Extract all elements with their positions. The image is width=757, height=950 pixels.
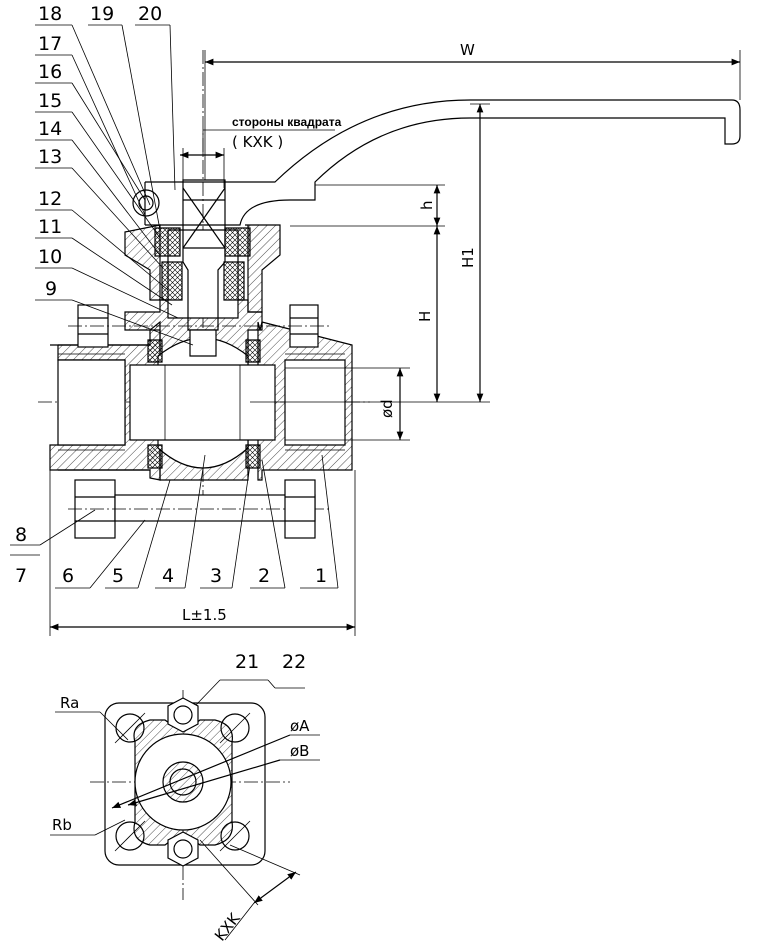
body-bolts <box>68 304 330 539</box>
dim-H: H <box>416 311 434 322</box>
part-label-2: 2 <box>258 565 270 587</box>
part-label-7: 7 <box>15 565 27 587</box>
part-label-5: 5 <box>112 565 124 587</box>
part-label-1: 1 <box>315 565 327 587</box>
part-label-14: 14 <box>38 118 62 140</box>
dim-Rb: Rb <box>52 816 72 834</box>
leader-lines-bottom <box>10 454 339 589</box>
part-label-17: 17 <box>38 33 62 55</box>
dim-L: L±1.5 <box>182 606 227 624</box>
dim-d: ød <box>378 399 396 418</box>
part-label-10: 10 <box>38 246 62 268</box>
dim-KXK: KXK <box>211 909 244 945</box>
part-label-21: 21 <box>235 651 259 673</box>
dimension-lines <box>49 50 741 636</box>
part-number-labels: 18 19 20 17 16 15 14 13 12 11 10 9 8 7 6… <box>10 3 327 673</box>
part-label-6: 6 <box>62 565 74 587</box>
part-label-15: 15 <box>38 90 62 112</box>
dim-W: W <box>460 41 475 59</box>
part-label-22: 22 <box>282 651 306 673</box>
dim-Ra: Ra <box>60 694 79 712</box>
dim-B: øB <box>290 742 309 760</box>
part-label-13: 13 <box>38 146 62 168</box>
dimension-texts: W h H1 H ød L±1.5 стороны квадрата ( KXK… <box>182 41 477 624</box>
dim-h: h <box>418 200 436 210</box>
part-label-3: 3 <box>210 565 222 587</box>
part-label-19: 19 <box>90 3 114 25</box>
part-label-20: 20 <box>138 3 162 25</box>
valve-end-view <box>50 679 320 941</box>
leader-lines-top <box>35 24 194 346</box>
valve-section-view <box>10 24 741 636</box>
square-note-line2: ( KXK ) <box>232 133 283 151</box>
part-label-16: 16 <box>38 61 62 83</box>
part-label-11: 11 <box>38 216 62 238</box>
part-label-4: 4 <box>162 565 174 587</box>
square-note-line1: стороны квадрата <box>232 115 342 129</box>
dim-A: øA <box>290 717 310 735</box>
part-label-18: 18 <box>38 3 62 25</box>
part-label-8: 8 <box>15 524 27 546</box>
part-label-12: 12 <box>38 188 62 210</box>
dim-H1: H1 <box>459 247 477 268</box>
part-label-9: 9 <box>45 278 57 300</box>
